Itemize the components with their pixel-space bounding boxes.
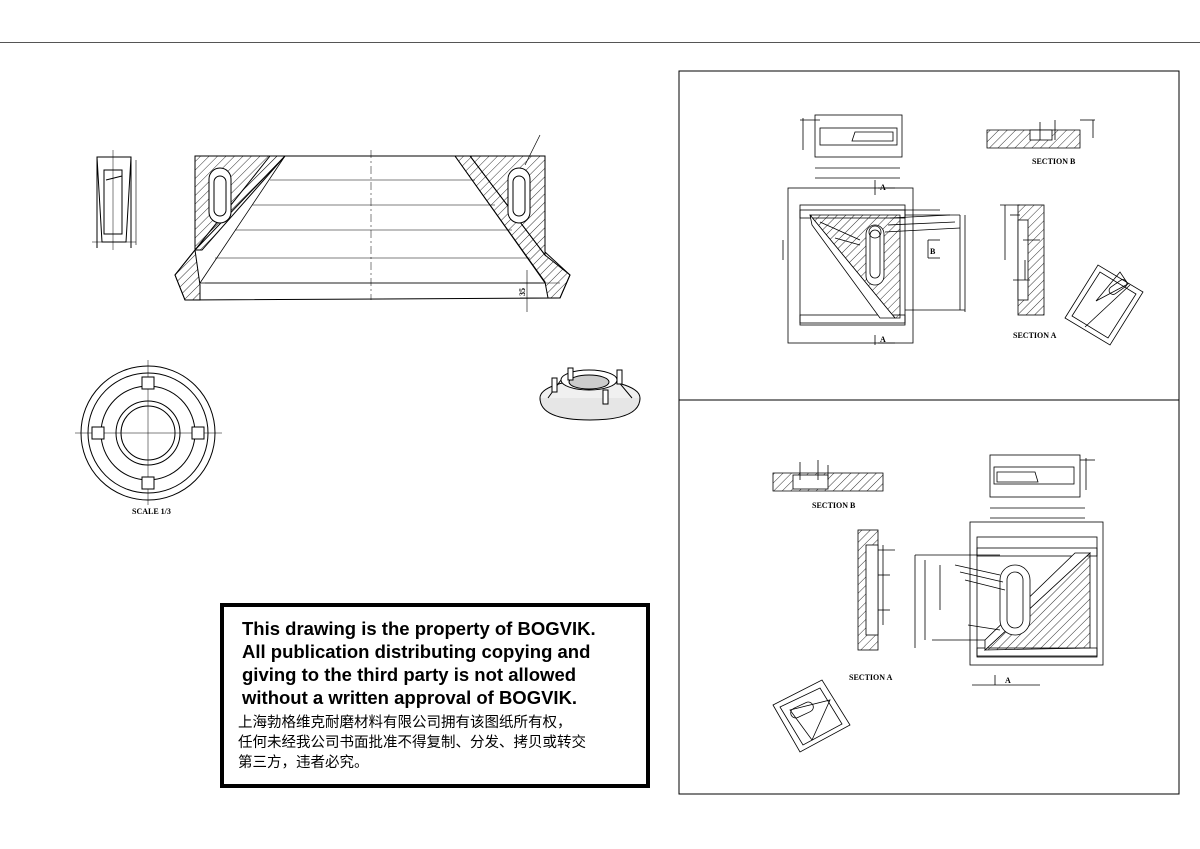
notice-cn-line-2: 任何未经我公司书面批准不得复制、分发、拷贝或转交 xyxy=(238,735,586,751)
section-b-label-top: SECTION B xyxy=(1032,157,1076,166)
notice-line-2: All publication distributing copying and xyxy=(242,641,591,662)
section-a-label-bottom: SECTION A xyxy=(849,673,893,682)
side-view-small xyxy=(92,150,137,250)
mark-a-lower: A xyxy=(880,335,886,344)
notice-cn-line-3: 第三方，违者必究。 xyxy=(238,755,369,771)
scale-label: SCALE 1/3 xyxy=(132,507,171,516)
plan-view-circle xyxy=(75,360,222,505)
mark-a-upper: A xyxy=(880,183,886,192)
section-b-label-bottom: SECTION B xyxy=(812,501,856,510)
isometric-view-cone xyxy=(539,367,641,421)
notice-line-1: This drawing is the property of BOGVIK. xyxy=(242,618,596,639)
section-a-label-top: SECTION A xyxy=(1013,331,1057,340)
ownership-notice-box: This drawing is the property of BOGVIK. … xyxy=(220,603,650,788)
bottom-panel-drawings xyxy=(772,454,1104,753)
notice-line-4: without a written approval of BOGVIK. xyxy=(242,687,578,708)
mark-b: B xyxy=(930,247,936,256)
dimension-35-label: 35 xyxy=(518,288,527,296)
notice-line-3: giving to the third party is not allowed xyxy=(242,664,577,685)
top-border-line xyxy=(0,42,1200,43)
notice-chinese-text: 上海勃格维克耐磨材料有限公司拥有该图纸所有权， 任何未经我公司书面批准不得复制、… xyxy=(238,713,646,773)
notice-cn-line-1: 上海勃格维克耐磨材料有限公司拥有该图纸所有权， xyxy=(238,715,572,731)
mark-a-bottom-panel: A xyxy=(1005,676,1011,685)
main-cross-section xyxy=(174,134,571,312)
top-panel-drawings xyxy=(782,114,1144,346)
right-panels-frame xyxy=(678,70,1180,795)
